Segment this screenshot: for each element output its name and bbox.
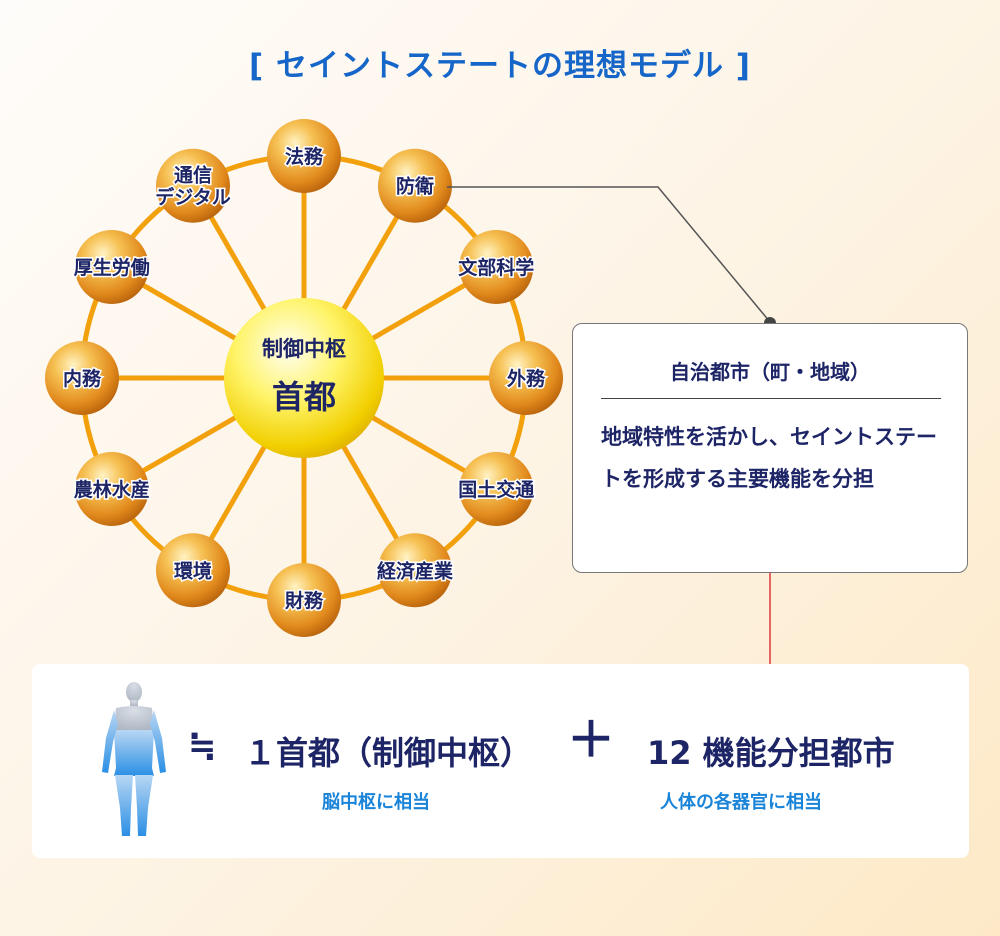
ministry-node-label: 防衛 [396, 175, 434, 198]
ministry-node-ball [459, 230, 534, 304]
callout-body: 地域特性を活かし、セイントステートを形成する主要機能を分担 [601, 425, 937, 491]
ministry-node-ball [267, 563, 341, 637]
plus-symbol: ＋ [567, 712, 616, 768]
ministry-node-ball [156, 148, 230, 223]
ministry-node-ball [378, 533, 452, 608]
ministry-node-ball [156, 533, 230, 608]
callout-divider [601, 398, 941, 399]
ministry-node-ball [267, 119, 341, 193]
ministry-node-label: 内務 [63, 367, 102, 390]
ministry-node-label: 文部科学 [458, 256, 534, 279]
autonomous-city-callout: 自治都市（町・地域） 地域特性を活かし、セイントステートを形成する主要機能を分担 [572, 323, 968, 573]
cities-caption: 12 機能分担都市 [647, 734, 895, 772]
ministry-node-label: 外務 [507, 367, 546, 390]
cities-sub-caption: 人体の各器官に相当 [660, 792, 822, 813]
ministry-node: 外務 [489, 341, 563, 415]
hub-layer: 制御中枢 首都 [224, 298, 384, 458]
ministry-node-ball [45, 341, 119, 415]
callout-leader-line [447, 186, 771, 323]
ministry-node-label: 通信 [174, 164, 212, 187]
hub-ball [224, 298, 384, 458]
ministry-node: 文部科学 [457, 230, 536, 304]
ministry-node-label: 厚生労働 [74, 256, 150, 279]
ministry-node: 厚生労働 [72, 230, 151, 304]
ministry-node: 内務 [45, 341, 119, 415]
ministry-node-ball [74, 230, 149, 304]
ministry-node: 防衛 [378, 148, 452, 223]
ministry-node-label: 法務 [285, 145, 324, 168]
ministry-node-ball [378, 148, 452, 223]
ministry-node: 国土交通 [457, 452, 537, 526]
capital-caption: １首都（制御中枢） [244, 734, 533, 772]
ministry-node-label: 経済産業 [377, 559, 454, 582]
ministry-node-label: 農林水産 [74, 478, 150, 501]
ministry-node-ball [74, 452, 149, 526]
ministry-node-label: 財務 [285, 589, 324, 612]
hub-label-line2: 首都 [272, 378, 336, 416]
capital-sub-caption: 脳中枢に相当 [322, 792, 430, 813]
hub-label-line1: 制御中枢 [262, 337, 346, 361]
ministry-node-label: 環境 [174, 559, 212, 582]
human-body-icon [102, 682, 166, 836]
ministry-node: 環境 [156, 533, 230, 608]
page-title: [ セイントステートの理想モデル ] [249, 48, 751, 84]
ministry-node-label: デジタル [155, 186, 231, 209]
approx-symbol: ≒ [188, 726, 217, 766]
ministry-node: 経済産業 [375, 533, 455, 608]
summary-panel: ≒ １首都（制御中枢） 脳中枢に相当 ＋ 12 機能分担都市 人体の各器官に相当 [32, 664, 969, 858]
ministry-node-ball [459, 452, 534, 526]
callout-title: 自治都市（町・地域） [670, 360, 870, 384]
ministry-node-label: 国土交通 [458, 478, 535, 501]
ministry-node-ball [489, 341, 563, 415]
ministry-node: 農林水産 [72, 452, 151, 526]
ministry-node: 法務 [267, 119, 341, 193]
ministry-node: 財務 [267, 563, 341, 637]
